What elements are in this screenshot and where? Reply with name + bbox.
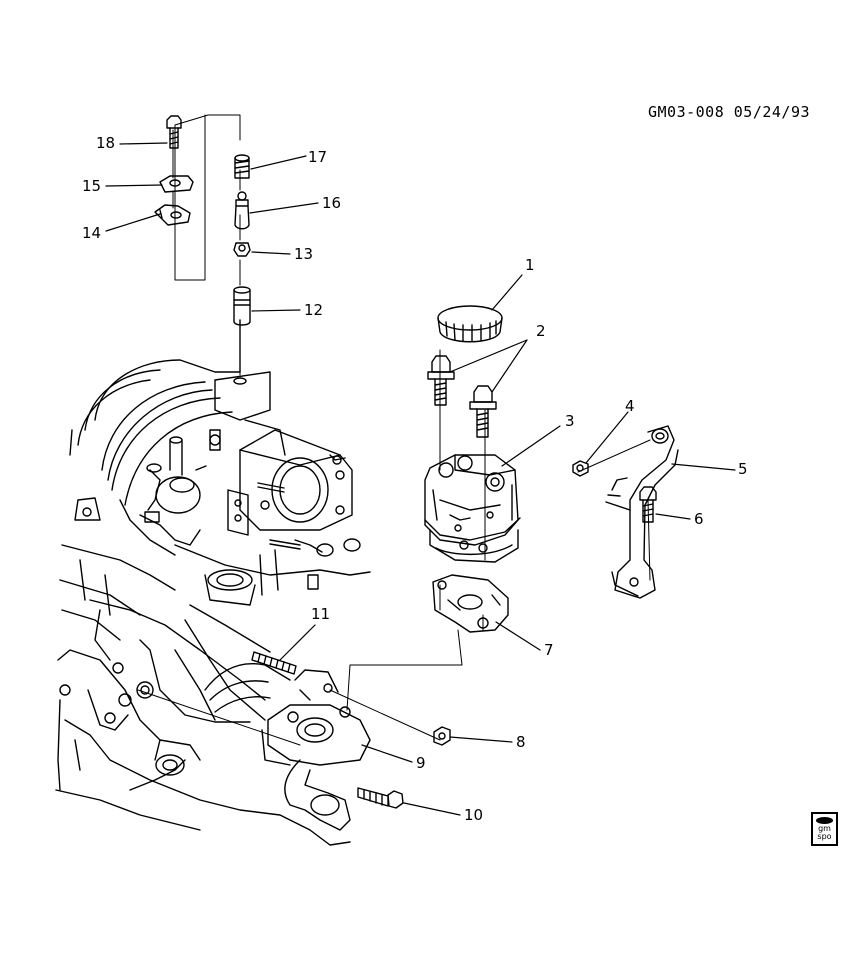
logo-line-2: spo — [817, 832, 832, 841]
leader-lines — [106, 143, 735, 815]
intake-manifold-drawing — [70, 320, 370, 605]
part-2-bolts — [428, 356, 496, 437]
part-7-gasket — [433, 575, 508, 632]
callout-3: 3 — [565, 412, 575, 430]
part-11-stud — [252, 652, 296, 674]
callout-11: 11 — [311, 605, 331, 623]
callout-4: 4 — [625, 397, 635, 415]
part-12-sleeve — [234, 287, 250, 325]
callout-9: 9 — [416, 754, 426, 772]
part-10-bolt — [358, 788, 403, 808]
callout-13: 13 — [294, 245, 314, 263]
callout-14: 14 — [82, 224, 102, 242]
part-5-egr-pipe — [606, 426, 678, 598]
callout-10: 10 — [464, 806, 484, 824]
callout-5: 5 — [738, 460, 748, 478]
document-reference: GM03-008 05/24/93 — [648, 103, 811, 121]
callout-6: 6 — [694, 510, 704, 528]
part-9-egr-adapter — [262, 670, 370, 830]
part-14-clip — [155, 205, 190, 225]
callout-15: 15 — [82, 177, 102, 195]
callout-7: 7 — [544, 641, 554, 659]
logo-line-1: gm — [818, 824, 831, 833]
part-1-cap — [438, 306, 502, 342]
part-17-spring — [235, 155, 249, 178]
part-6-bolt — [640, 487, 656, 522]
part-13-grommet — [234, 243, 250, 256]
callout-18: 18 — [96, 134, 116, 152]
part-4-nut — [573, 461, 588, 476]
gm-spo-logo: gm spo — [811, 812, 838, 846]
logo-oval-icon — [816, 817, 833, 824]
part-18-screw — [167, 116, 181, 148]
callout-16: 16 — [322, 194, 342, 212]
callout-12: 12 — [304, 301, 324, 319]
callout-17: 17 — [308, 148, 328, 166]
callout-2: 2 — [536, 322, 546, 340]
callout-8: 8 — [516, 733, 526, 751]
part-15-plate — [160, 176, 193, 192]
part-16-valve — [235, 192, 249, 229]
part-3-egr-valve — [425, 455, 520, 562]
engine-block-drawing — [56, 545, 350, 845]
part-8-nut — [434, 727, 450, 745]
callout-1: 1 — [525, 256, 535, 274]
